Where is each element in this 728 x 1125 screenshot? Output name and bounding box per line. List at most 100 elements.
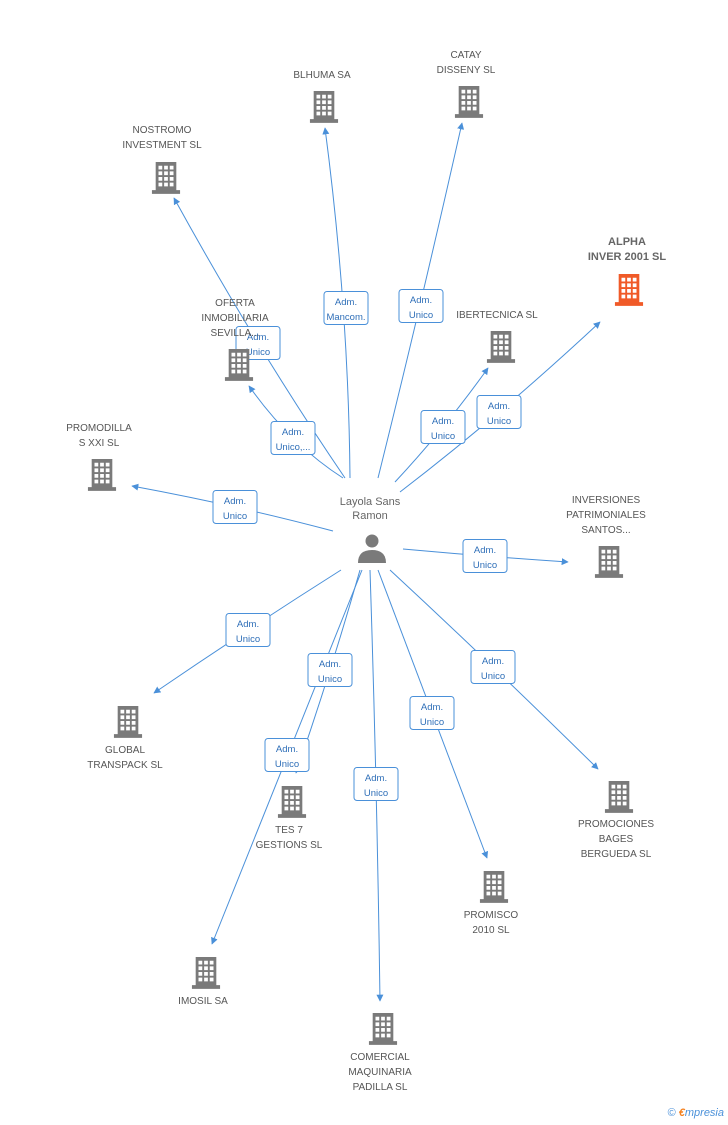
role-label-promodilla[interactable]: Adm. Unico	[212, 490, 258, 524]
company-name-line: COMERCIAL	[350, 1052, 410, 1063]
building-icon	[486, 331, 516, 363]
company-node-global[interactable]: GLOBAL TRANSPACK SL	[87, 706, 163, 771]
role-text-line: Unico	[246, 347, 270, 358]
role-text-line: Unico	[364, 788, 388, 799]
brand-first-letter: €	[678, 1107, 685, 1119]
role-label-promisco[interactable]: Adm. Unico	[409, 696, 455, 730]
building-icon	[113, 706, 143, 738]
building-icon	[309, 91, 339, 123]
company-node-promociones[interactable]: PROMOCIONES BAGES BERGUEDA SL	[578, 781, 654, 860]
role-text-line: Adm.	[421, 702, 443, 713]
company-name-line: PROMISCO	[464, 910, 519, 921]
company-name-line: INVERSIONES	[572, 495, 641, 506]
brand-name: mpresia	[684, 1107, 724, 1119]
company-name-line: PROMODILLA	[66, 423, 132, 434]
company-node-nostromo[interactable]: NOSTROMO INVESTMENT SL	[122, 125, 202, 194]
person-node[interactable]: Layola Sans Ramon	[340, 496, 401, 563]
building-icon	[454, 86, 484, 118]
role-label-inversiones[interactable]: Adm. Unico	[462, 539, 508, 573]
building-icon	[151, 162, 181, 194]
company-name-line: NOSTROMO	[133, 125, 192, 136]
company-node-alpha[interactable]: ALPHA INVER 2001 SL	[588, 236, 667, 306]
role-text-line: Adm.	[474, 545, 496, 556]
company-name-line: TES 7	[275, 825, 303, 836]
building-icon	[479, 871, 509, 903]
company-name-line: TRANSPACK SL	[87, 760, 163, 771]
building-icon	[604, 781, 634, 813]
company-node-catay[interactable]: CATAY DISSENY SL	[437, 50, 496, 118]
company-name-line: BERGUEDA SL	[581, 849, 652, 860]
role-label-oferta[interactable]: Adm.Unico,...	[270, 421, 316, 455]
role-text-line: Adm.	[432, 416, 454, 427]
company-name-line: GLOBAL	[105, 745, 145, 756]
role-label-promociones[interactable]: Adm.Unico	[470, 650, 516, 684]
company-name-line: IMOSIL SA	[178, 996, 228, 1007]
building-icon	[594, 546, 624, 578]
role-text-line: Unico	[431, 431, 455, 442]
role-text-line: Adm.	[282, 427, 304, 438]
role-labels-layer: Adm.Mancom.Adm.UnicoAdm.UnicoAdm.UnicoAd…	[212, 289, 522, 801]
role-text-line: Adm.	[335, 297, 357, 308]
role-text-line: Adm.	[224, 496, 246, 507]
role-text-line: Adm.	[276, 744, 298, 755]
company-name-line: INMOBILIARIA	[201, 313, 269, 324]
company-name-line: S XXI SL	[79, 438, 120, 449]
role-text-line: Unico	[473, 560, 497, 571]
role-text-line: Adm.	[410, 295, 432, 306]
role-label-imosil[interactable]: Adm. Unico	[264, 738, 310, 772]
company-name-line: INVER 2001 SL	[588, 251, 667, 263]
company-node-oferta[interactable]: OFERTA INMOBILIARIA SEVILLA...	[201, 298, 269, 381]
company-name-line: CATAY	[450, 50, 481, 61]
role-text-line: Adm.	[237, 619, 259, 630]
company-name-line: IBERTECNICA SL	[456, 310, 538, 321]
role-text-line: Adm.	[247, 332, 269, 343]
company-name-line: PROMOCIONES	[578, 819, 654, 830]
copyright-symbol: ©	[667, 1107, 676, 1119]
company-name-line: BLHUMA SA	[293, 70, 351, 81]
role-label-alpha[interactable]: Adm.Unico	[476, 395, 522, 429]
company-name-line: ALPHA	[608, 236, 646, 248]
company-node-ibertecnica[interactable]: IBERTECNICA SL	[456, 310, 538, 363]
role-label-catay[interactable]: Adm.Unico	[398, 289, 444, 323]
footer-brand: ©€mpresia	[668, 1107, 724, 1119]
person-name-line2: Ramon	[352, 510, 387, 522]
building-icon	[191, 957, 221, 989]
company-node-imosil[interactable]: IMOSIL SA	[178, 957, 228, 1007]
company-nodes-layer: BLHUMA SA CATAY DISSENY SL NOSTROMO INVESTME…	[66, 50, 666, 1093]
role-text-line: Unico	[420, 717, 444, 728]
building-icon	[277, 786, 307, 818]
company-name-line: PATRIMONIALES	[566, 510, 646, 521]
role-text-line: Unico	[275, 759, 299, 770]
company-name-line: DISSENY SL	[437, 65, 496, 76]
building-icon	[614, 274, 644, 306]
company-node-promodilla[interactable]: PROMODILLA S XXI SL	[66, 423, 132, 491]
role-label-ibertecnica[interactable]: Adm. Unico	[420, 410, 466, 444]
person-icon	[358, 534, 386, 563]
role-text-line: Unico	[487, 416, 511, 427]
company-name-line: BAGES	[599, 834, 634, 845]
role-label-global[interactable]: Adm.Unico	[225, 613, 271, 647]
building-icon	[87, 459, 117, 491]
company-name-line: INVESTMENT SL	[122, 140, 202, 151]
role-label-comercial[interactable]: Adm. Unico	[353, 767, 399, 801]
role-label-blhuma[interactable]: Adm. Mancom.	[323, 291, 369, 325]
company-name-line: SEVILLA...	[211, 328, 260, 339]
company-name-line: PADILLA SL	[353, 1082, 408, 1093]
role-text-line: Adm.	[319, 659, 341, 670]
role-label-tes7[interactable]: Adm.Unico	[307, 653, 353, 687]
role-text-line: Mancom.	[326, 312, 365, 323]
company-node-blhuma[interactable]: BLHUMA SA	[293, 70, 351, 123]
role-text-line: Adm.	[365, 773, 387, 784]
role-text-line: Unico	[481, 671, 505, 682]
company-node-inversiones[interactable]: INVERSIONES PATRIMONIALES SANTOS...	[566, 495, 646, 578]
person-name-line1: Layola Sans	[340, 496, 401, 508]
building-icon	[224, 349, 254, 381]
role-text-line: Unico	[223, 511, 247, 522]
company-node-promisco[interactable]: PROMISCO 2010 SL	[464, 871, 519, 936]
company-name-line: SANTOS...	[581, 525, 630, 536]
company-name-line: OFERTA	[215, 298, 255, 309]
company-name-line: 2010 SL	[472, 925, 510, 936]
